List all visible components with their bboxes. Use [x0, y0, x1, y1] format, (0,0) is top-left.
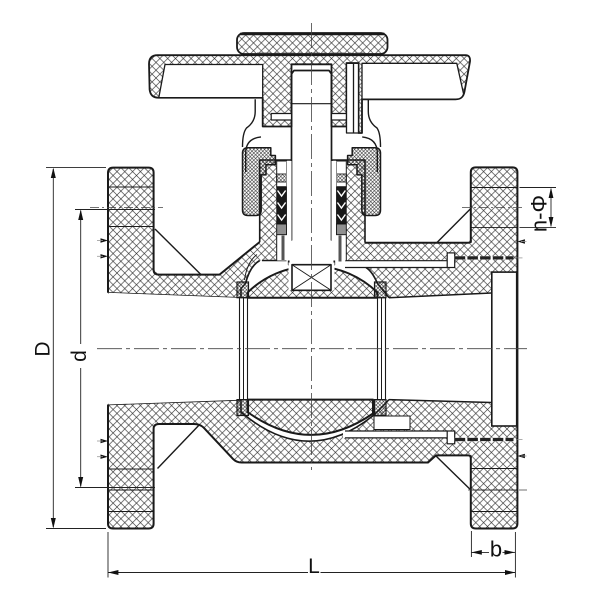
svg-text:L: L [308, 555, 320, 578]
svg-text:d: d [68, 350, 91, 362]
svg-text:n-Φ: n-Φ [526, 195, 551, 232]
svg-text:D: D [32, 341, 55, 356]
svg-text:b: b [490, 537, 502, 562]
